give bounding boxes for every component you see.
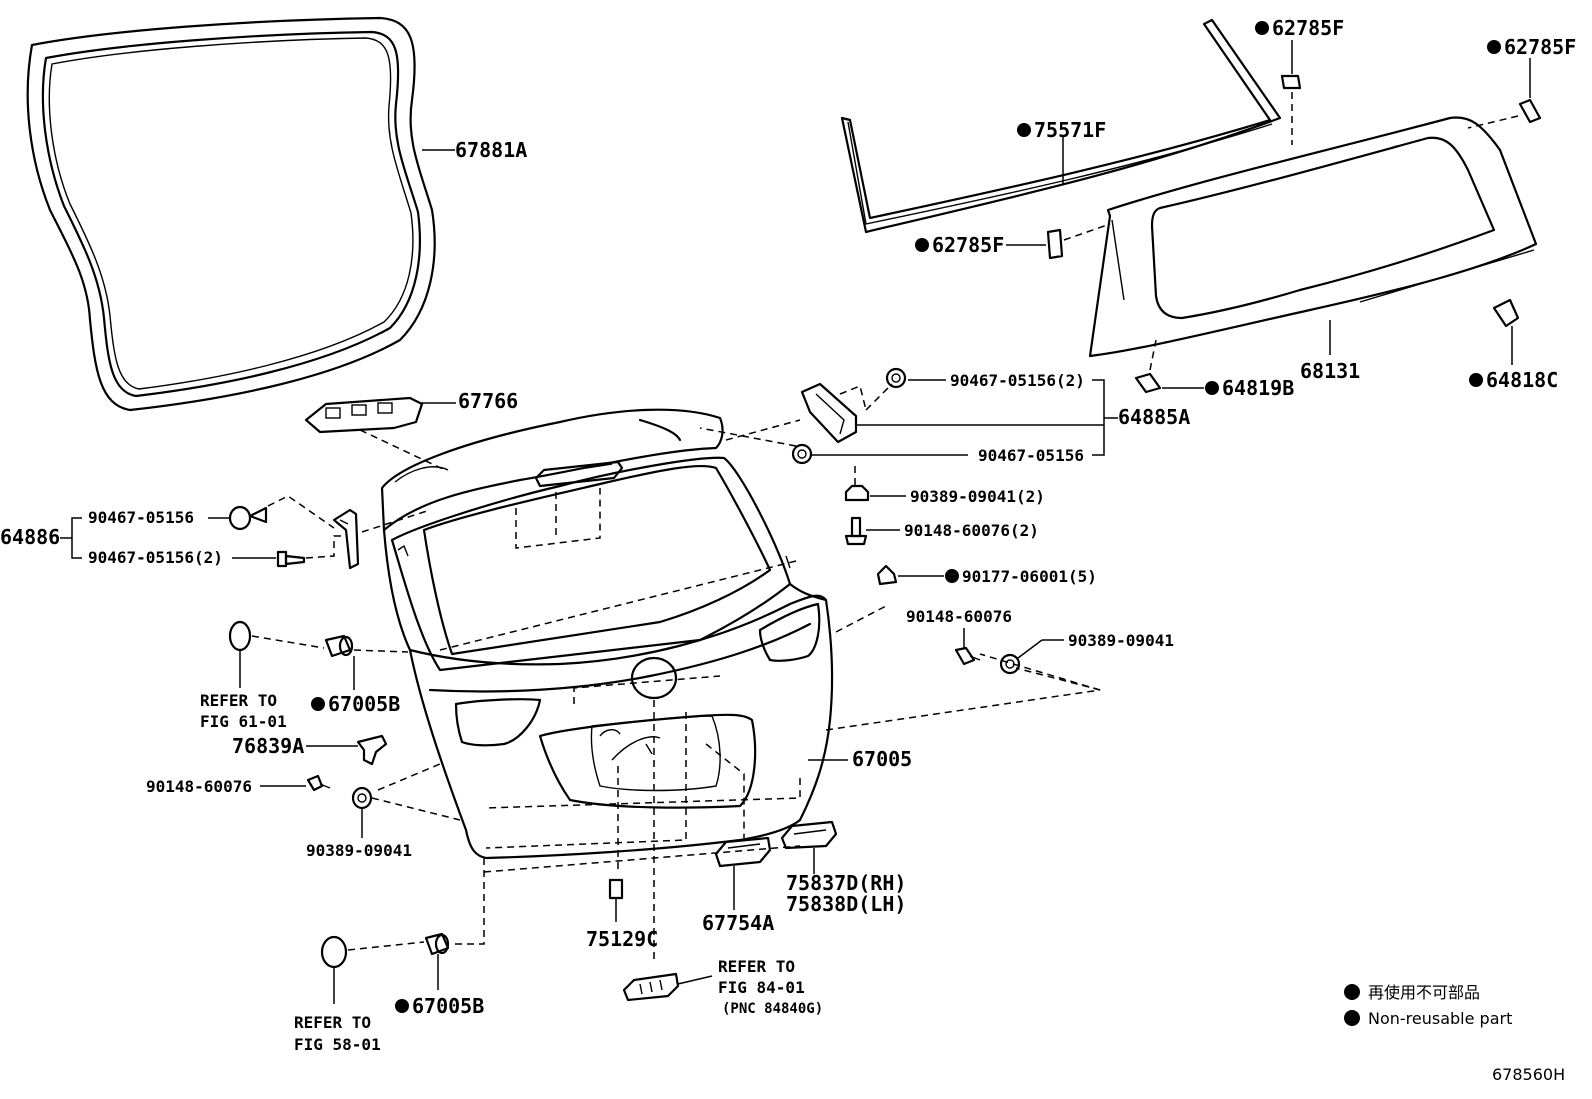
label-refer-58-line1: REFER TO <box>294 1013 371 1032</box>
handle-67754A[interactable] <box>714 836 772 868</box>
label-76839A: 76839A <box>232 734 304 758</box>
label-90389-09041-right: 90389-09041 <box>1068 631 1174 650</box>
label-90467-05156-2-top: 90467-05156(2) <box>950 371 1085 390</box>
legend-dot-2 <box>1344 1010 1360 1026</box>
hinge-64885A[interactable] <box>800 382 858 444</box>
label-refer-58-line2: FIG 58-01 <box>294 1035 381 1054</box>
label-refer-61-line2: FIG 61-01 <box>200 712 287 731</box>
label-75571F: 75571F <box>1034 118 1106 142</box>
label-64886: 64886 <box>0 525 60 549</box>
clip-76839A[interactable] <box>356 734 388 766</box>
figure-number: 678560H <box>1492 1065 1565 1084</box>
legend: 再使用不可部品 Non-reusable part <box>1344 983 1512 1028</box>
license-lamp-84840G[interactable] <box>622 972 680 1002</box>
glass-68131[interactable] <box>1088 116 1538 358</box>
reference-oval-fig-61-01[interactable] <box>228 620 252 652</box>
label-75129C: 75129C <box>586 927 658 951</box>
spacer-62785F-top[interactable] <box>1280 74 1302 90</box>
label-90467-05156-left: 90467-05156 <box>88 508 194 527</box>
nut-90389-09041-2[interactable] <box>844 484 870 502</box>
label-90148-60076-left: 90148-60076 <box>146 777 252 796</box>
label-64819B: 64819B <box>1222 376 1294 400</box>
label-90177-06001-5: 90177-06001(5) <box>962 567 1097 586</box>
emblem-75837D-75838D[interactable] <box>780 820 838 850</box>
label-90467-05156-2-left: 90467-05156(2) <box>88 548 223 567</box>
stopper-64819B[interactable] <box>1134 372 1162 394</box>
label-90389-09041-left: 90389-09041 <box>306 841 412 860</box>
label-90148-60076-right: 90148-60076 <box>906 607 1012 626</box>
clip-90467-05156-left[interactable] <box>228 505 268 531</box>
label-90148-60076-2: 90148-60076(2) <box>904 521 1039 540</box>
spacer-62785F-right[interactable] <box>1518 98 1542 124</box>
label-67005B-upper: 67005B <box>328 692 400 716</box>
label-refer-61-line1: REFER TO <box>200 691 277 710</box>
label-refer-84-line2: FIG 84-01 <box>718 978 805 997</box>
label-64818C: 64818C <box>1486 368 1558 392</box>
label-64885A: 64885A <box>1118 405 1190 429</box>
hinge-64886[interactable] <box>332 508 360 570</box>
label-refer-84-line1: REFER TO <box>718 957 795 976</box>
nut-90389-09041-right[interactable] <box>999 653 1021 675</box>
molding-75571F[interactable] <box>840 18 1282 234</box>
plug-75129C[interactable] <box>608 878 624 900</box>
label-67005: 67005 <box>852 747 912 771</box>
spacer-62785F-left[interactable] <box>1046 228 1064 260</box>
clip-90467-05156-top[interactable] <box>885 367 907 389</box>
label-refer-84-line3: (PNC 84840G) <box>722 1001 823 1017</box>
reference-oval-fig-58-01[interactable] <box>320 935 348 969</box>
bolt-90148-60076-2[interactable] <box>844 516 868 546</box>
label-68131: 68131 <box>1300 359 1360 383</box>
cushion-67005B-lower[interactable] <box>424 932 450 956</box>
label-67005B-lower: 67005B <box>412 994 484 1018</box>
label-67766: 67766 <box>458 389 518 413</box>
nut-90389-09041-left[interactable] <box>351 786 373 810</box>
nut-90177-06001-5[interactable] <box>876 564 898 586</box>
label-75837D: 75837D(RH) <box>786 871 906 895</box>
legend-line-1: 再使用不可部品 <box>1368 983 1480 1002</box>
label-62785F-top: 62785F <box>1272 16 1344 40</box>
label-90389-09041-2: 90389-09041(2) <box>910 487 1045 506</box>
legend-dot-1 <box>1344 984 1360 1000</box>
cushion-67005B-upper[interactable] <box>324 634 354 658</box>
label-75838D: 75838D(LH) <box>786 892 906 916</box>
label-67754A: 67754A <box>702 911 774 935</box>
stopper-64818C[interactable] <box>1492 298 1520 328</box>
label-62785F-left: 62785F <box>932 233 1004 257</box>
legend-line-2: Non-reusable part <box>1368 1009 1512 1028</box>
weatherstrip-67881A[interactable] <box>26 16 436 412</box>
back-door-67005[interactable] <box>380 408 834 860</box>
label-90467-05156-right: 90467-05156 <box>978 446 1084 465</box>
clip-90467-05156-right[interactable] <box>791 443 813 465</box>
bracket-67766[interactable] <box>304 396 424 434</box>
bolt-90148-60076-left[interactable] <box>306 774 331 792</box>
bolt-90467-05156-2-left[interactable] <box>276 550 306 568</box>
bolt-90148-60076-right[interactable] <box>954 646 981 666</box>
label-62785F-right: 62785F <box>1504 35 1576 59</box>
label-67881A: 67881A <box>455 138 527 162</box>
